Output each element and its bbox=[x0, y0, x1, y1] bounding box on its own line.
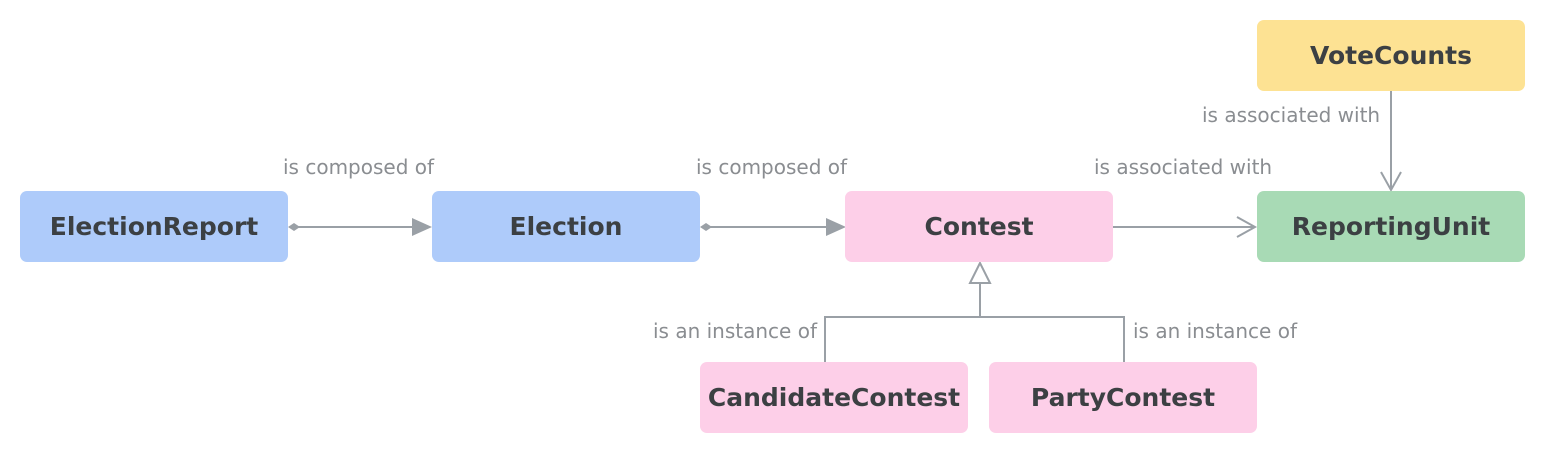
node-label: CandidateContest bbox=[707, 383, 961, 412]
open-arrowhead-icon bbox=[1236, 216, 1258, 238]
node-election: Election bbox=[432, 191, 700, 262]
edge-vote-counts-to-reporting-unit bbox=[1380, 91, 1402, 193]
node-contest: Contest bbox=[845, 191, 1113, 262]
edge-label-report-to-election: is composed of bbox=[283, 155, 435, 179]
node-election-report: ElectionReport bbox=[20, 191, 288, 262]
edge-label-party-contest-to-contest: is an instance of bbox=[1133, 319, 1297, 343]
edge-inheritance-tree bbox=[824, 260, 1125, 362]
edge-label-candidate-contest-to-contest: is an instance of bbox=[653, 319, 817, 343]
edge-label-election-to-contest: is composed of bbox=[696, 155, 848, 179]
open-arrowhead-icon bbox=[1380, 171, 1402, 193]
node-party-contest: PartyContest bbox=[989, 362, 1257, 433]
node-candidate-contest: CandidateContest bbox=[700, 362, 968, 433]
node-label: PartyContest bbox=[1030, 383, 1216, 412]
composition-diamond-icon bbox=[700, 223, 712, 231]
arrowhead-icon bbox=[826, 218, 846, 236]
edge-election-to-contest bbox=[700, 218, 846, 236]
node-label: VoteCounts bbox=[1309, 41, 1472, 70]
node-vote-counts: VoteCounts bbox=[1257, 20, 1525, 91]
composition-diamond-icon bbox=[288, 223, 300, 231]
edge-label-vote-counts-to-reporting-unit: is associated with bbox=[1202, 103, 1381, 127]
node-label: Election bbox=[509, 212, 623, 241]
arrowhead-icon bbox=[412, 218, 432, 236]
node-label: ElectionReport bbox=[49, 212, 259, 241]
edge-report-to-election bbox=[288, 218, 432, 236]
edge-contest-to-reporting-unit bbox=[1113, 216, 1258, 238]
edge-label-contest-to-reporting-unit: is associated with bbox=[1094, 155, 1273, 179]
node-label: ReportingUnit bbox=[1291, 212, 1491, 241]
node-reporting-unit: ReportingUnit bbox=[1257, 191, 1525, 262]
inheritance-triangle-icon bbox=[968, 260, 992, 284]
node-label: Contest bbox=[924, 212, 1034, 241]
